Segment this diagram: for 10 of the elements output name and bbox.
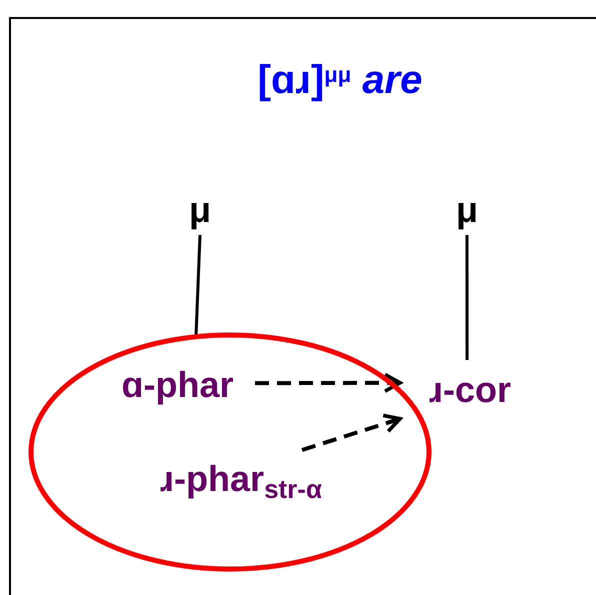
mora-symbol: μ	[456, 192, 478, 228]
connector-line	[466, 235, 469, 360]
mora-symbol: μ	[188, 192, 212, 228]
title: [ɑɹ]$^{μμ}$ are	[256, 57, 424, 104]
connector-line	[194, 234, 202, 335]
segment-label: ɹ-cor	[428, 372, 512, 408]
segment-label: ɹ-phar$_{str-α}$	[160, 461, 322, 497]
dashed-arrow	[255, 372, 402, 393]
segment-label: ɑ-phar	[122, 367, 234, 403]
dashed-arrow	[301, 414, 402, 452]
